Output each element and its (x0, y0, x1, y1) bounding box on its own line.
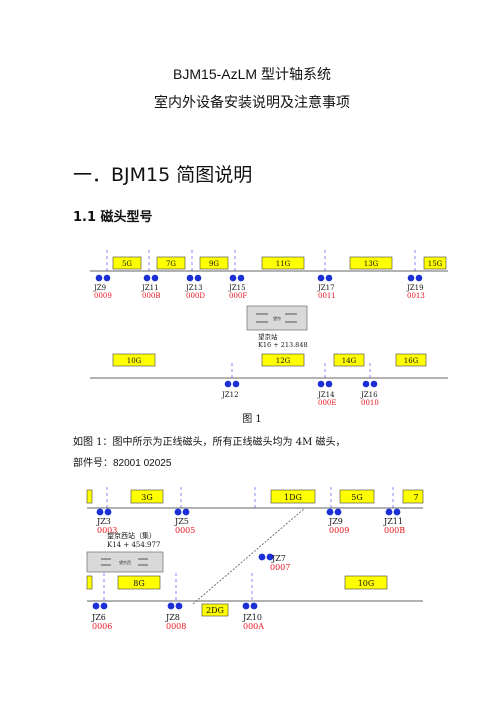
head-label: JZ9 (93, 284, 106, 292)
station-sign: 望京西 (119, 559, 131, 565)
head-label: JZ15 (228, 284, 246, 292)
section-16g-box (395, 353, 427, 367)
head-code: 0009 (329, 526, 349, 535)
part-number: 部件号：82001 02025 (73, 458, 172, 469)
section-12g-box (261, 353, 305, 367)
section-8g-box (117, 575, 161, 590)
section-label: 9G (209, 260, 219, 268)
station-km: K16 + 213.848 (258, 341, 308, 349)
head-label: JZ9 (328, 517, 343, 526)
head-label: JZ14 (317, 391, 335, 399)
head-code: 000A (243, 622, 264, 631)
section-10g-box (344, 575, 388, 590)
crossover-line (192, 507, 306, 605)
section-5g-box (112, 256, 142, 270)
head-code: 0007 (270, 563, 290, 572)
head-code: 0011 (318, 292, 336, 300)
section-label: 11G (276, 260, 291, 268)
head-code: 000E (318, 399, 336, 407)
head-code: 0010 (361, 399, 379, 407)
head-label: JZ11 (141, 284, 159, 292)
section-label: 5G (122, 260, 132, 268)
head-code: 0003 (97, 526, 117, 535)
head-code: 0006 (92, 622, 112, 631)
section-label: 2DG (206, 606, 224, 615)
section-label: 7 (413, 493, 418, 502)
station-sign: 望京 (273, 315, 281, 321)
section-label: 3G (141, 493, 152, 502)
head-code: 000B (384, 526, 405, 535)
section-1dg-box (270, 489, 316, 504)
station-platform (246, 305, 308, 331)
section-label: 15G (428, 260, 443, 268)
section-label: 16G (404, 357, 419, 365)
head-code: 0008 (166, 622, 186, 631)
subsection-heading: 1.1 磁头型号 (73, 210, 153, 225)
section-9g-box (199, 256, 229, 270)
section-label: 5G (351, 493, 362, 502)
head-label: JZ8 (165, 613, 180, 622)
document-subtitle: 室内外设备安装说明及注意事项 (154, 95, 350, 111)
head-code: 0009 (94, 292, 112, 300)
station-km: K14 + 454.977 (107, 541, 160, 549)
section-label: 14G (342, 357, 357, 365)
head-label: JZ10 (242, 613, 262, 622)
section-11g-box (261, 256, 305, 270)
section-15g-box (423, 256, 447, 270)
section-label: 8G (133, 579, 144, 588)
head-label: JZ13 (185, 284, 203, 292)
head-code: 000F (229, 292, 247, 300)
section-label: 7G (166, 260, 176, 268)
section-label: 1DG (284, 493, 302, 502)
head-label: JZ19 (406, 284, 424, 292)
head-label: JZ12 (221, 391, 239, 399)
section-label: 13G (364, 260, 379, 268)
section-3g-box (130, 489, 164, 504)
head-code: 000B (142, 292, 161, 300)
head-label: JZ7 (271, 554, 286, 563)
section-label: 10G (358, 579, 375, 588)
station-name: 望京站 (258, 332, 278, 341)
paragraph-1: 如图 1：图中所示为正线磁头，所有正线磁头均为 4M 磁头， (73, 437, 346, 448)
section-14g-box (333, 353, 365, 367)
figure-1-caption: 图 1 (242, 414, 262, 425)
station-name: 望京西站（集） (107, 531, 156, 540)
section-7g-box (156, 256, 186, 270)
head-label: JZ11 (383, 517, 403, 526)
head-label: JZ16 (360, 391, 378, 399)
head-code: 0005 (175, 526, 195, 535)
section-5g-box (339, 489, 375, 504)
head-code: 0013 (407, 292, 425, 300)
section-heading: 一．BJM15 简图说明 (73, 164, 253, 186)
section-label: 10G (127, 357, 142, 365)
section-label: 12G (276, 357, 291, 365)
head-label: JZ3 (96, 517, 111, 526)
station-platform-2 (86, 551, 164, 573)
section-edge-box (86, 489, 93, 504)
head-label: JZ5 (174, 517, 189, 526)
section-2dg-box (201, 603, 229, 617)
head-label: JZ6 (91, 613, 106, 622)
section-10g-box (112, 353, 156, 367)
section-13g-box (349, 256, 393, 270)
document-title: BJM15-AzLM 型计轴系统 (173, 66, 331, 82)
head-code: 000D (186, 292, 205, 300)
head-label: JZ17 (317, 284, 335, 292)
section-7-box (402, 489, 424, 504)
section-edge-box (86, 575, 93, 590)
